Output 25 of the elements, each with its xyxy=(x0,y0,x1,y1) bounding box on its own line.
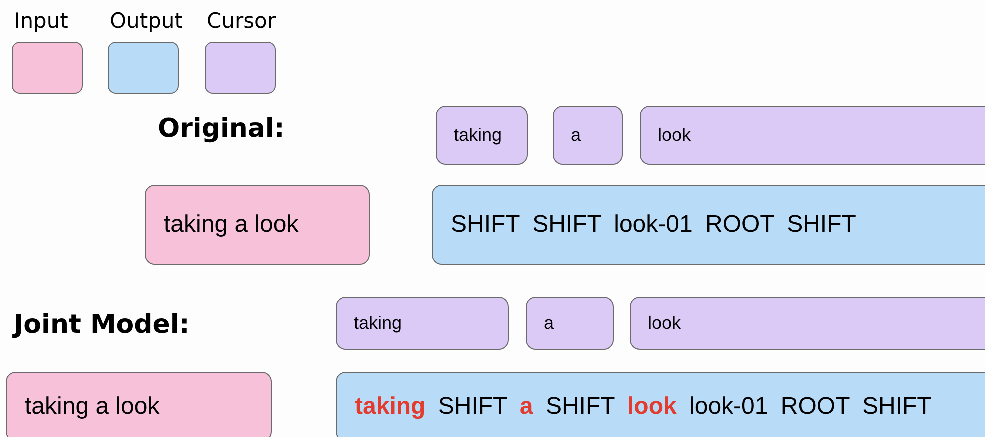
box-text: look xyxy=(647,312,682,335)
input-box xyxy=(145,185,370,265)
output-box xyxy=(432,185,985,265)
cursor-box xyxy=(630,297,985,350)
cursor-box xyxy=(526,297,614,350)
cursor-box xyxy=(436,106,528,165)
input-box xyxy=(6,372,272,437)
section-label: Joint Model: xyxy=(14,309,190,342)
box-text: a xyxy=(543,312,554,335)
cursor-box xyxy=(336,297,509,350)
box-text: look xyxy=(657,124,692,147)
box-text: SHIFT SHIFT look-01 ROOT SHIFT xyxy=(450,210,856,240)
legend-label: Input xyxy=(14,8,70,34)
box-text: taking xyxy=(453,124,502,147)
output-box xyxy=(336,372,985,437)
box-text: taking xyxy=(353,312,402,335)
box-text: taking SHIFT a SHIFT look look-01 ROOT SHIFT xyxy=(354,392,932,422)
legend-label: Cursor xyxy=(207,8,276,34)
box-text: a xyxy=(570,124,582,147)
box-text: taking a look xyxy=(163,210,299,240)
box-text: taking a look xyxy=(24,392,160,422)
cursor-box xyxy=(640,106,985,165)
section-label: Original: xyxy=(158,113,285,146)
cursor-box xyxy=(553,106,623,165)
legend-label: Output xyxy=(110,8,183,34)
